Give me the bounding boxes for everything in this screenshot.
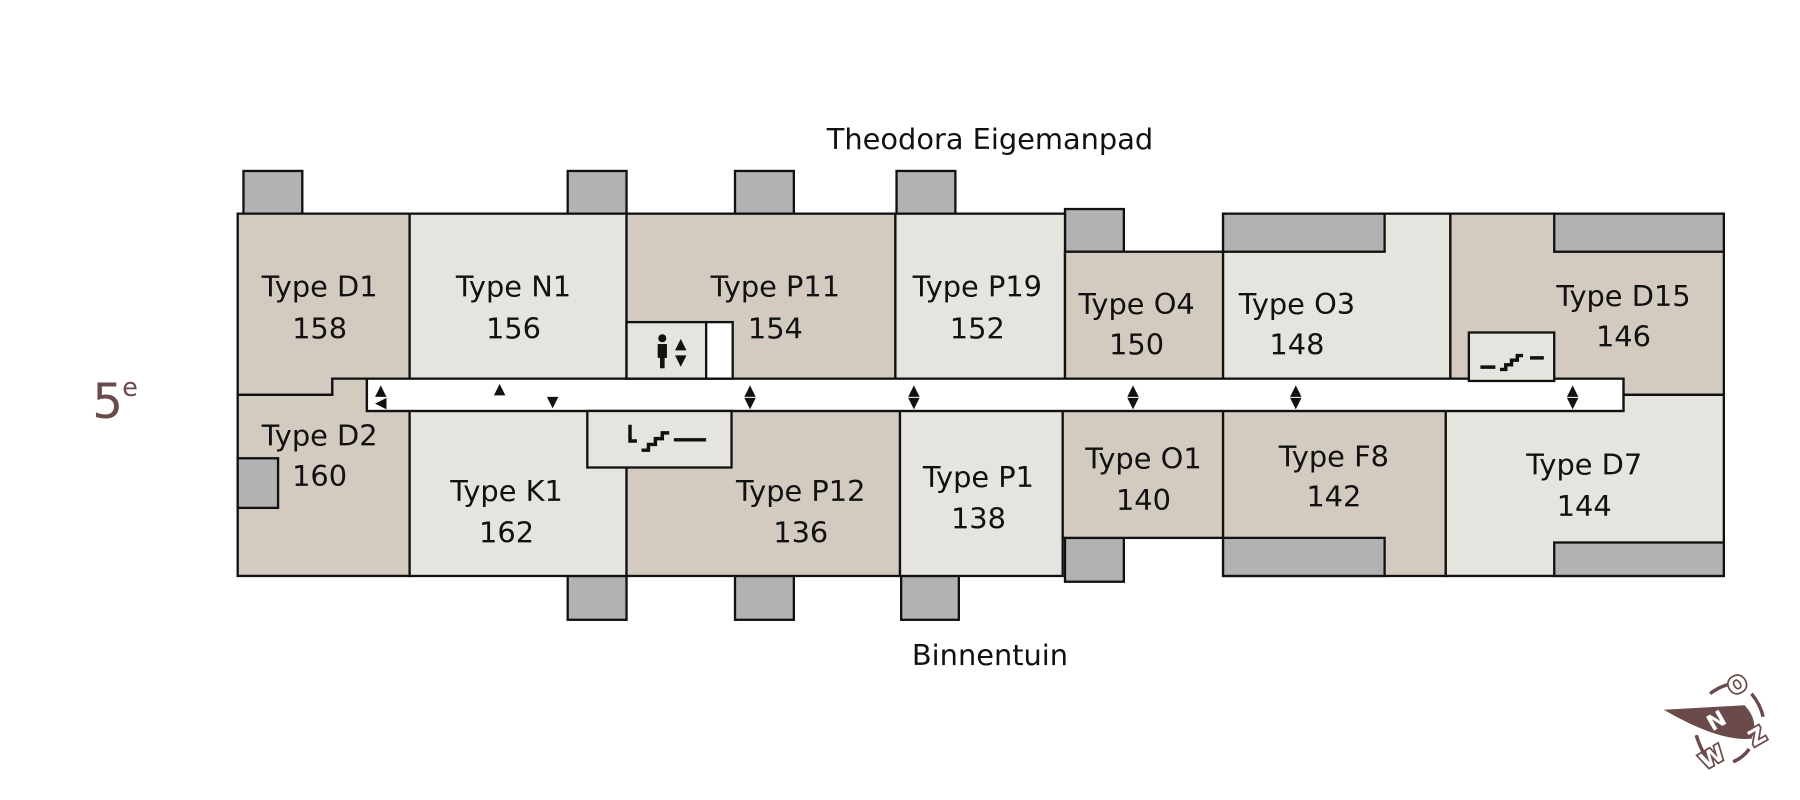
svg-text:▲: ▲ <box>1290 381 1302 399</box>
corridor <box>365 377 1625 413</box>
balcony <box>236 457 280 510</box>
balcony <box>1221 536 1386 578</box>
unit-number: 160 <box>292 459 347 493</box>
elevator: ▲ ▼ <box>625 320 734 380</box>
stairs-east <box>1467 331 1556 383</box>
unit-type: Type O4 <box>1077 287 1194 321</box>
unit-number: 162 <box>479 516 534 550</box>
svg-text:▲: ▲ <box>494 380 506 398</box>
unit-152[interactable] <box>894 212 1067 380</box>
unit-type: Type P11 <box>710 270 840 304</box>
street-south: Binnentuin <box>912 638 1068 672</box>
unit-number: 156 <box>486 311 541 345</box>
stairs-icon <box>1480 353 1544 372</box>
svg-text:▼: ▼ <box>1127 394 1139 412</box>
unit-labels: Type D1 158 Type N1 156 Type P11 154 Typ… <box>261 270 1691 550</box>
unit-158[interactable] <box>236 212 411 396</box>
unit-type: Type D7 <box>1525 447 1642 481</box>
svg-text:▲: ▲ <box>744 381 756 399</box>
unit-number: 146 <box>1596 319 1651 353</box>
unit-type: Type F8 <box>1278 439 1389 473</box>
person-icon <box>658 334 667 343</box>
floor-label: 5 e <box>92 372 138 430</box>
compass-icon: N O Z W <box>1663 668 1772 777</box>
unit-138[interactable] <box>898 409 1064 578</box>
unit-number: 158 <box>292 311 347 345</box>
unit-number: 144 <box>1557 489 1612 523</box>
unit-number: 154 <box>748 311 803 345</box>
street-north: Theodora Eigemanpad <box>826 122 1153 156</box>
unit-type: Type D1 <box>261 270 378 304</box>
unit-number: 142 <box>1306 480 1361 514</box>
unit-type: Type N1 <box>455 270 571 304</box>
svg-text:◀: ◀ <box>375 394 387 412</box>
svg-text:5: 5 <box>92 374 123 430</box>
unit-type: Type D15 <box>1555 279 1690 313</box>
unit-number: 150 <box>1109 327 1164 361</box>
balconies <box>242 169 1125 621</box>
balcony <box>1553 541 1725 578</box>
unit-140[interactable] <box>1061 409 1225 540</box>
unit-type: Type O3 <box>1238 287 1355 321</box>
unit-number: 136 <box>773 516 828 550</box>
svg-text:▼: ▼ <box>1567 394 1579 412</box>
svg-text:▼: ▼ <box>744 394 756 412</box>
unit-number: 138 <box>951 502 1006 536</box>
svg-text:e: e <box>122 372 138 402</box>
unit-number: 140 <box>1116 483 1171 517</box>
svg-text:▼: ▼ <box>547 392 559 410</box>
unit-type: Type P1 <box>922 460 1034 494</box>
unit-156[interactable] <box>408 212 628 380</box>
unit-number: 148 <box>1269 327 1324 361</box>
down-arrow-icon: ▼ <box>675 351 687 369</box>
unit-type: Type O1 <box>1084 442 1201 476</box>
unit-type: Type K1 <box>449 474 563 508</box>
unit-type: Type P19 <box>912 270 1042 304</box>
unit-number: 152 <box>950 311 1005 345</box>
unit-type: Type D2 <box>261 419 378 453</box>
balcony <box>1221 212 1386 253</box>
unit-type: Type P12 <box>735 474 865 508</box>
svg-text:▲: ▲ <box>375 381 387 399</box>
svg-text:▲: ▲ <box>908 381 920 399</box>
balcony <box>1553 212 1725 253</box>
svg-text:▲: ▲ <box>1567 381 1579 399</box>
svg-text:▼: ▼ <box>908 394 920 412</box>
up-arrow-icon: ▲ <box>675 335 687 353</box>
svg-text:▼: ▼ <box>1290 394 1302 412</box>
svg-text:▲: ▲ <box>1127 381 1139 399</box>
stairs-west <box>586 409 733 469</box>
stairs-icon <box>628 424 707 452</box>
corridor-arrows: ▲◀ ▲ ▼ ▲▼ ▲▼ ▲▼ ▲▼ ▲▼ <box>375 380 1579 412</box>
unit-136[interactable] <box>625 409 902 578</box>
